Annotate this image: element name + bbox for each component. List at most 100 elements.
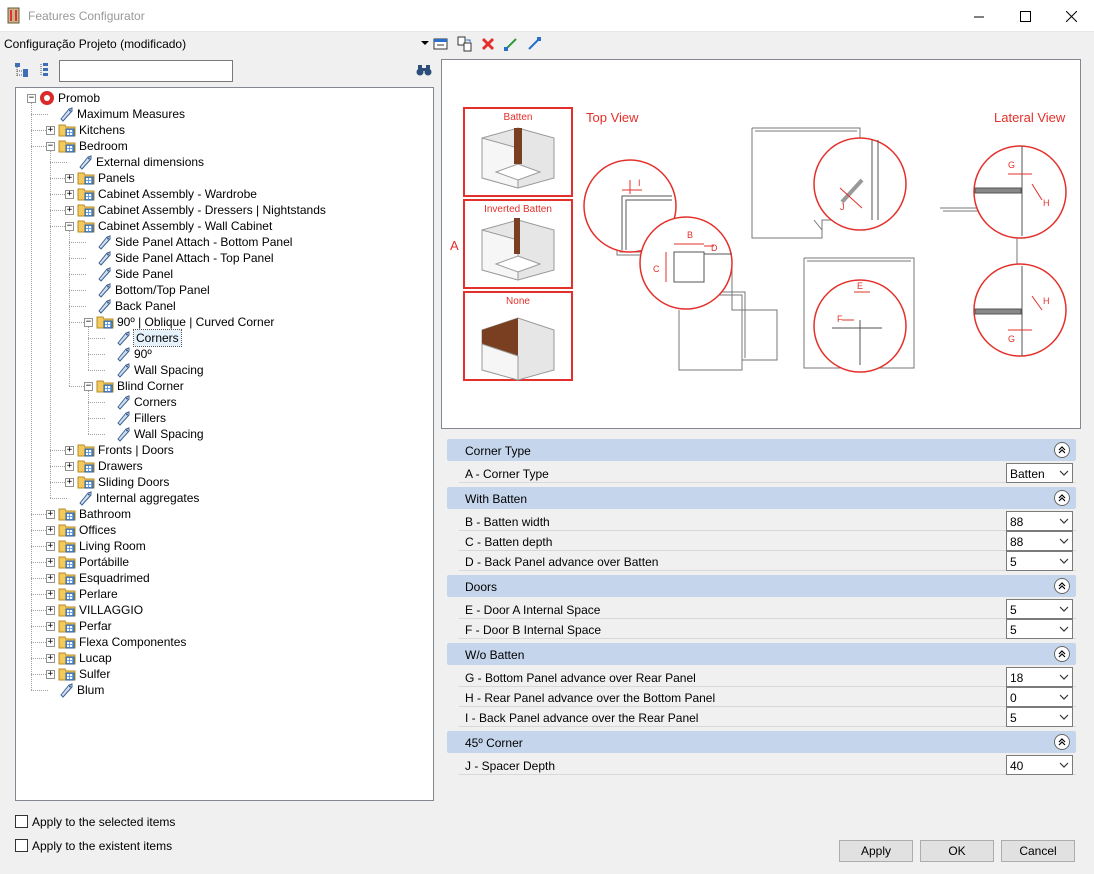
expand-node-icon[interactable]: + xyxy=(65,461,74,471)
property-value-combo[interactable]: 18 xyxy=(1006,667,1073,687)
expand-node-icon[interactable]: + xyxy=(46,573,55,583)
expand-node-icon[interactable]: + xyxy=(46,653,55,663)
expand-node-icon[interactable]: + xyxy=(65,477,74,487)
property-value-combo[interactable]: 0 xyxy=(1006,687,1073,707)
expand-node-icon[interactable]: + xyxy=(46,125,55,135)
tree-node[interactable]: Bedroom xyxy=(58,138,128,154)
tree-node[interactable]: Sulfer xyxy=(58,666,110,682)
tree-node[interactable]: Sliding Doors xyxy=(77,474,169,490)
collapse-section-icon[interactable] xyxy=(1054,646,1070,662)
import-button[interactable] xyxy=(502,35,520,53)
property-value-combo[interactable]: 88 xyxy=(1006,511,1073,531)
tree-node[interactable]: External dimensions xyxy=(77,154,204,170)
tree-node[interactable]: 90º | Oblique | Curved Corner xyxy=(96,314,274,330)
expand-node-icon[interactable]: + xyxy=(65,189,74,199)
property-value-combo[interactable]: Batten xyxy=(1006,463,1073,483)
property-value-combo[interactable]: 5 xyxy=(1006,707,1073,727)
expand-node-icon[interactable]: + xyxy=(46,509,55,519)
tree-node[interactable]: Perfar xyxy=(58,618,112,634)
expand-node-icon[interactable]: + xyxy=(65,205,74,215)
expand-node-icon[interactable]: + xyxy=(65,173,74,183)
delete-button[interactable] xyxy=(479,35,497,53)
tree-node[interactable]: Side Panel xyxy=(96,266,173,282)
tree-node[interactable]: Portábille xyxy=(58,554,129,570)
copy-button[interactable] xyxy=(456,35,474,53)
tree-node[interactable]: Back Panel xyxy=(96,298,176,314)
expand-node-icon[interactable]: + xyxy=(46,541,55,551)
tree-node[interactable]: Blum xyxy=(58,682,104,698)
export-button[interactable] xyxy=(525,35,543,53)
tree-node[interactable]: Bathroom xyxy=(58,506,131,522)
collapse-section-icon[interactable] xyxy=(1054,490,1070,506)
tree-node[interactable]: Drawers xyxy=(77,458,143,474)
minimize-button[interactable] xyxy=(956,0,1002,32)
expand-node-icon[interactable]: + xyxy=(46,557,55,567)
configure-button[interactable] xyxy=(432,35,450,53)
tree-node[interactable]: Fronts | Doors xyxy=(77,442,174,458)
collapse-node-icon[interactable]: − xyxy=(65,221,74,231)
tree-node[interactable]: Cabinet Assembly - Dressers | Nightstand… xyxy=(77,202,326,218)
property-value-combo[interactable]: 88 xyxy=(1006,531,1073,551)
tree-node[interactable]: Lucap xyxy=(58,650,112,666)
expand-node-icon[interactable]: + xyxy=(46,525,55,535)
tree-node[interactable]: Fillers xyxy=(115,410,166,426)
apply-button[interactable]: Apply xyxy=(839,840,913,862)
tree-node[interactable]: VILLAGGIO xyxy=(58,602,143,618)
maximize-button[interactable] xyxy=(1002,0,1048,32)
property-value-combo[interactable]: 40 xyxy=(1006,755,1073,775)
tree-node[interactable]: Offices xyxy=(58,522,116,538)
expand-node-icon[interactable]: + xyxy=(46,621,55,631)
expand-node-icon[interactable]: + xyxy=(46,605,55,615)
tree-node[interactable]: Side Panel Attach - Bottom Panel xyxy=(96,234,292,250)
collapse-node-icon[interactable]: − xyxy=(46,141,55,151)
expand-node-icon[interactable]: + xyxy=(46,669,55,679)
property-value-combo[interactable]: 5 xyxy=(1006,551,1073,571)
tree-node[interactable]: Living Room xyxy=(58,538,146,554)
tree-node[interactable]: Esquadrimed xyxy=(58,570,150,586)
close-button[interactable] xyxy=(1048,0,1094,32)
collapse-section-icon[interactable] xyxy=(1054,734,1070,750)
property-value-combo[interactable]: 5 xyxy=(1006,619,1073,639)
expand-node-icon[interactable]: + xyxy=(65,445,74,455)
ok-button[interactable]: OK xyxy=(920,840,994,862)
tree-node[interactable]: Kitchens xyxy=(58,122,125,138)
project-dropdown-arrow[interactable] xyxy=(421,41,429,45)
section-header[interactable]: 45º Corner xyxy=(447,731,1076,753)
tree-node[interactable]: Cabinet Assembly - Wardrobe xyxy=(77,186,257,202)
collapse-node-icon[interactable]: − xyxy=(84,317,93,327)
tree-node[interactable]: Cabinet Assembly - Wall Cabinet xyxy=(77,218,272,234)
tree-node[interactable]: Corners xyxy=(115,329,182,347)
tree-node[interactable]: Side Panel Attach - Top Panel xyxy=(96,250,274,266)
tree-node[interactable]: Wall Spacing xyxy=(115,426,204,442)
expand-node-icon[interactable]: + xyxy=(46,637,55,647)
tree-node[interactable]: Promob xyxy=(39,90,100,106)
collapse-section-icon[interactable] xyxy=(1054,578,1070,594)
tree-node[interactable]: Corners xyxy=(115,394,177,410)
cancel-button[interactable]: Cancel xyxy=(1001,840,1075,862)
collapse-node-icon[interactable]: − xyxy=(84,381,93,391)
section-header[interactable]: Corner Type xyxy=(447,439,1076,461)
tree-node[interactable]: Wall Spacing xyxy=(115,362,204,378)
find-button[interactable] xyxy=(416,62,432,78)
tree-node[interactable]: Internal aggregates xyxy=(77,490,199,506)
collapse-node-icon[interactable]: − xyxy=(27,93,36,103)
apply-selected-checkbox[interactable] xyxy=(15,815,28,828)
tree-node[interactable]: Maximum Measures xyxy=(58,106,185,122)
tree-node[interactable]: Bottom/Top Panel xyxy=(96,282,210,298)
tree-node[interactable]: Perlare xyxy=(58,586,118,602)
expand-node-icon[interactable]: + xyxy=(46,589,55,599)
expand-all-button[interactable] xyxy=(14,62,30,78)
tree-node[interactable]: Flexa Componentes xyxy=(58,634,186,650)
section-header[interactable]: W/o Batten xyxy=(447,643,1076,665)
section-header[interactable]: Doors xyxy=(447,575,1076,597)
tree-search-input[interactable] xyxy=(59,60,233,82)
tree-node[interactable]: Blind Corner xyxy=(96,378,184,394)
apply-existent-checkbox[interactable] xyxy=(15,839,28,852)
collapse-all-button[interactable] xyxy=(38,62,54,78)
tree-node[interactable]: 90º xyxy=(115,346,152,362)
section-header[interactable]: With Batten xyxy=(447,487,1076,509)
property-value-combo[interactable]: 5 xyxy=(1006,599,1073,619)
tree-node[interactable]: Panels xyxy=(77,170,135,186)
collapse-section-icon[interactable] xyxy=(1054,442,1070,458)
